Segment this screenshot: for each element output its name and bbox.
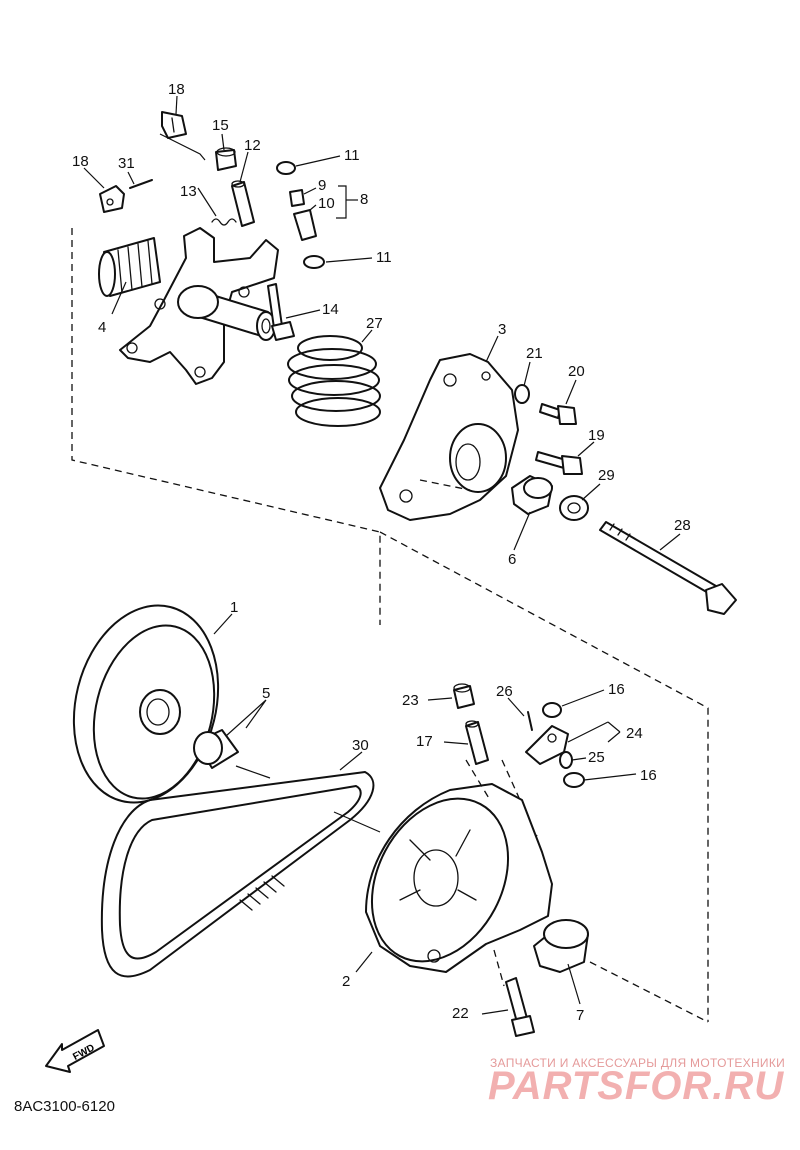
ring-29	[559, 495, 589, 521]
upper-group-boundary	[71, 228, 709, 1022]
washer-11-lower	[303, 255, 325, 269]
slider-upper	[161, 111, 187, 139]
label-part-29: 29	[598, 467, 615, 484]
label-part-8: 8	[360, 191, 368, 208]
label-part-10: 10	[318, 195, 335, 212]
washer-16-lower	[563, 772, 585, 788]
label-part-22: 22	[452, 1005, 469, 1022]
label-part-14: 14	[322, 301, 339, 318]
collar-12	[231, 180, 255, 227]
bushing-25	[559, 751, 573, 769]
watermark-brand-logo: PARTSFOR.RU	[488, 1064, 785, 1108]
leader-lines	[83, 95, 681, 1015]
label-part-1: 1	[230, 599, 238, 616]
spider-plate-3	[379, 353, 519, 521]
sheave-housing-2	[365, 783, 553, 973]
label-part-13: 13	[180, 183, 197, 200]
nut-23	[453, 683, 475, 709]
label-part-11-lower: 11	[376, 249, 392, 266]
label-part-2: 2	[342, 973, 350, 990]
fwd-arrow-icon: FWD	[45, 1029, 105, 1073]
label-part-20: 20	[568, 363, 585, 380]
nut-15	[215, 147, 237, 171]
label-part-11-upper: 11	[344, 147, 360, 164]
washer-21	[514, 384, 530, 404]
fixed-sheave-hub	[98, 227, 279, 385]
bolt-19	[535, 451, 583, 475]
label-part-19: 19	[588, 427, 605, 444]
watermark-tagline: ЗАПЧАСТИ И АКСЕССУАРЫ ДЛЯ МОТОТЕХНИКИ	[490, 1056, 786, 1070]
label-part-9: 9	[318, 177, 326, 194]
label-part-15: 15	[212, 117, 229, 134]
spring-13	[211, 218, 237, 226]
label-part-21: 21	[526, 345, 543, 362]
part-labels: 18 18 31 15 12 13 11 9 10 8 11 14 27 4 3…	[72, 81, 691, 1024]
collar-17	[465, 720, 489, 765]
label-part-26: 26	[496, 683, 513, 700]
washer-11-upper	[276, 161, 296, 175]
label-part-18-upper: 18	[168, 81, 185, 98]
label-part-16-upper: 16	[608, 681, 625, 698]
label-part-24: 24	[626, 725, 643, 742]
label-part-6: 6	[508, 551, 516, 568]
label-part-3: 3	[498, 321, 506, 338]
bolt-22	[505, 977, 535, 1037]
label-part-17: 17	[416, 733, 433, 750]
weight-24	[525, 725, 569, 765]
label-part-28: 28	[674, 517, 691, 534]
slider-left	[99, 185, 125, 213]
label-part-7: 7	[576, 1007, 584, 1024]
weight-parts-9-10	[289, 189, 317, 241]
washer-16-upper	[542, 702, 562, 718]
bolt-20	[539, 403, 577, 425]
label-part-4: 4	[98, 319, 106, 336]
label-part-23: 23	[402, 692, 419, 709]
label-part-31: 31	[118, 155, 135, 172]
pin-31	[129, 179, 153, 189]
bushing-7	[533, 919, 589, 973]
bushing-5	[193, 729, 239, 769]
label-part-16-lower: 16	[640, 767, 657, 784]
label-part-25: 25	[588, 749, 605, 766]
label-part-27: 27	[366, 315, 383, 332]
diagram-code: 8AC3100-6120	[14, 1098, 115, 1115]
label-part-18-left: 18	[72, 153, 89, 170]
bolt-14	[267, 283, 295, 341]
long-bolt-28	[599, 521, 737, 615]
pin-26	[527, 711, 533, 731]
label-part-30: 30	[352, 737, 369, 754]
roller-6	[511, 475, 553, 515]
compression-spring-27	[287, 335, 381, 427]
movable-sheave-1	[72, 604, 220, 804]
label-part-12: 12	[244, 137, 261, 154]
label-part-5: 5	[262, 685, 270, 702]
v-belt-30	[100, 771, 375, 978]
